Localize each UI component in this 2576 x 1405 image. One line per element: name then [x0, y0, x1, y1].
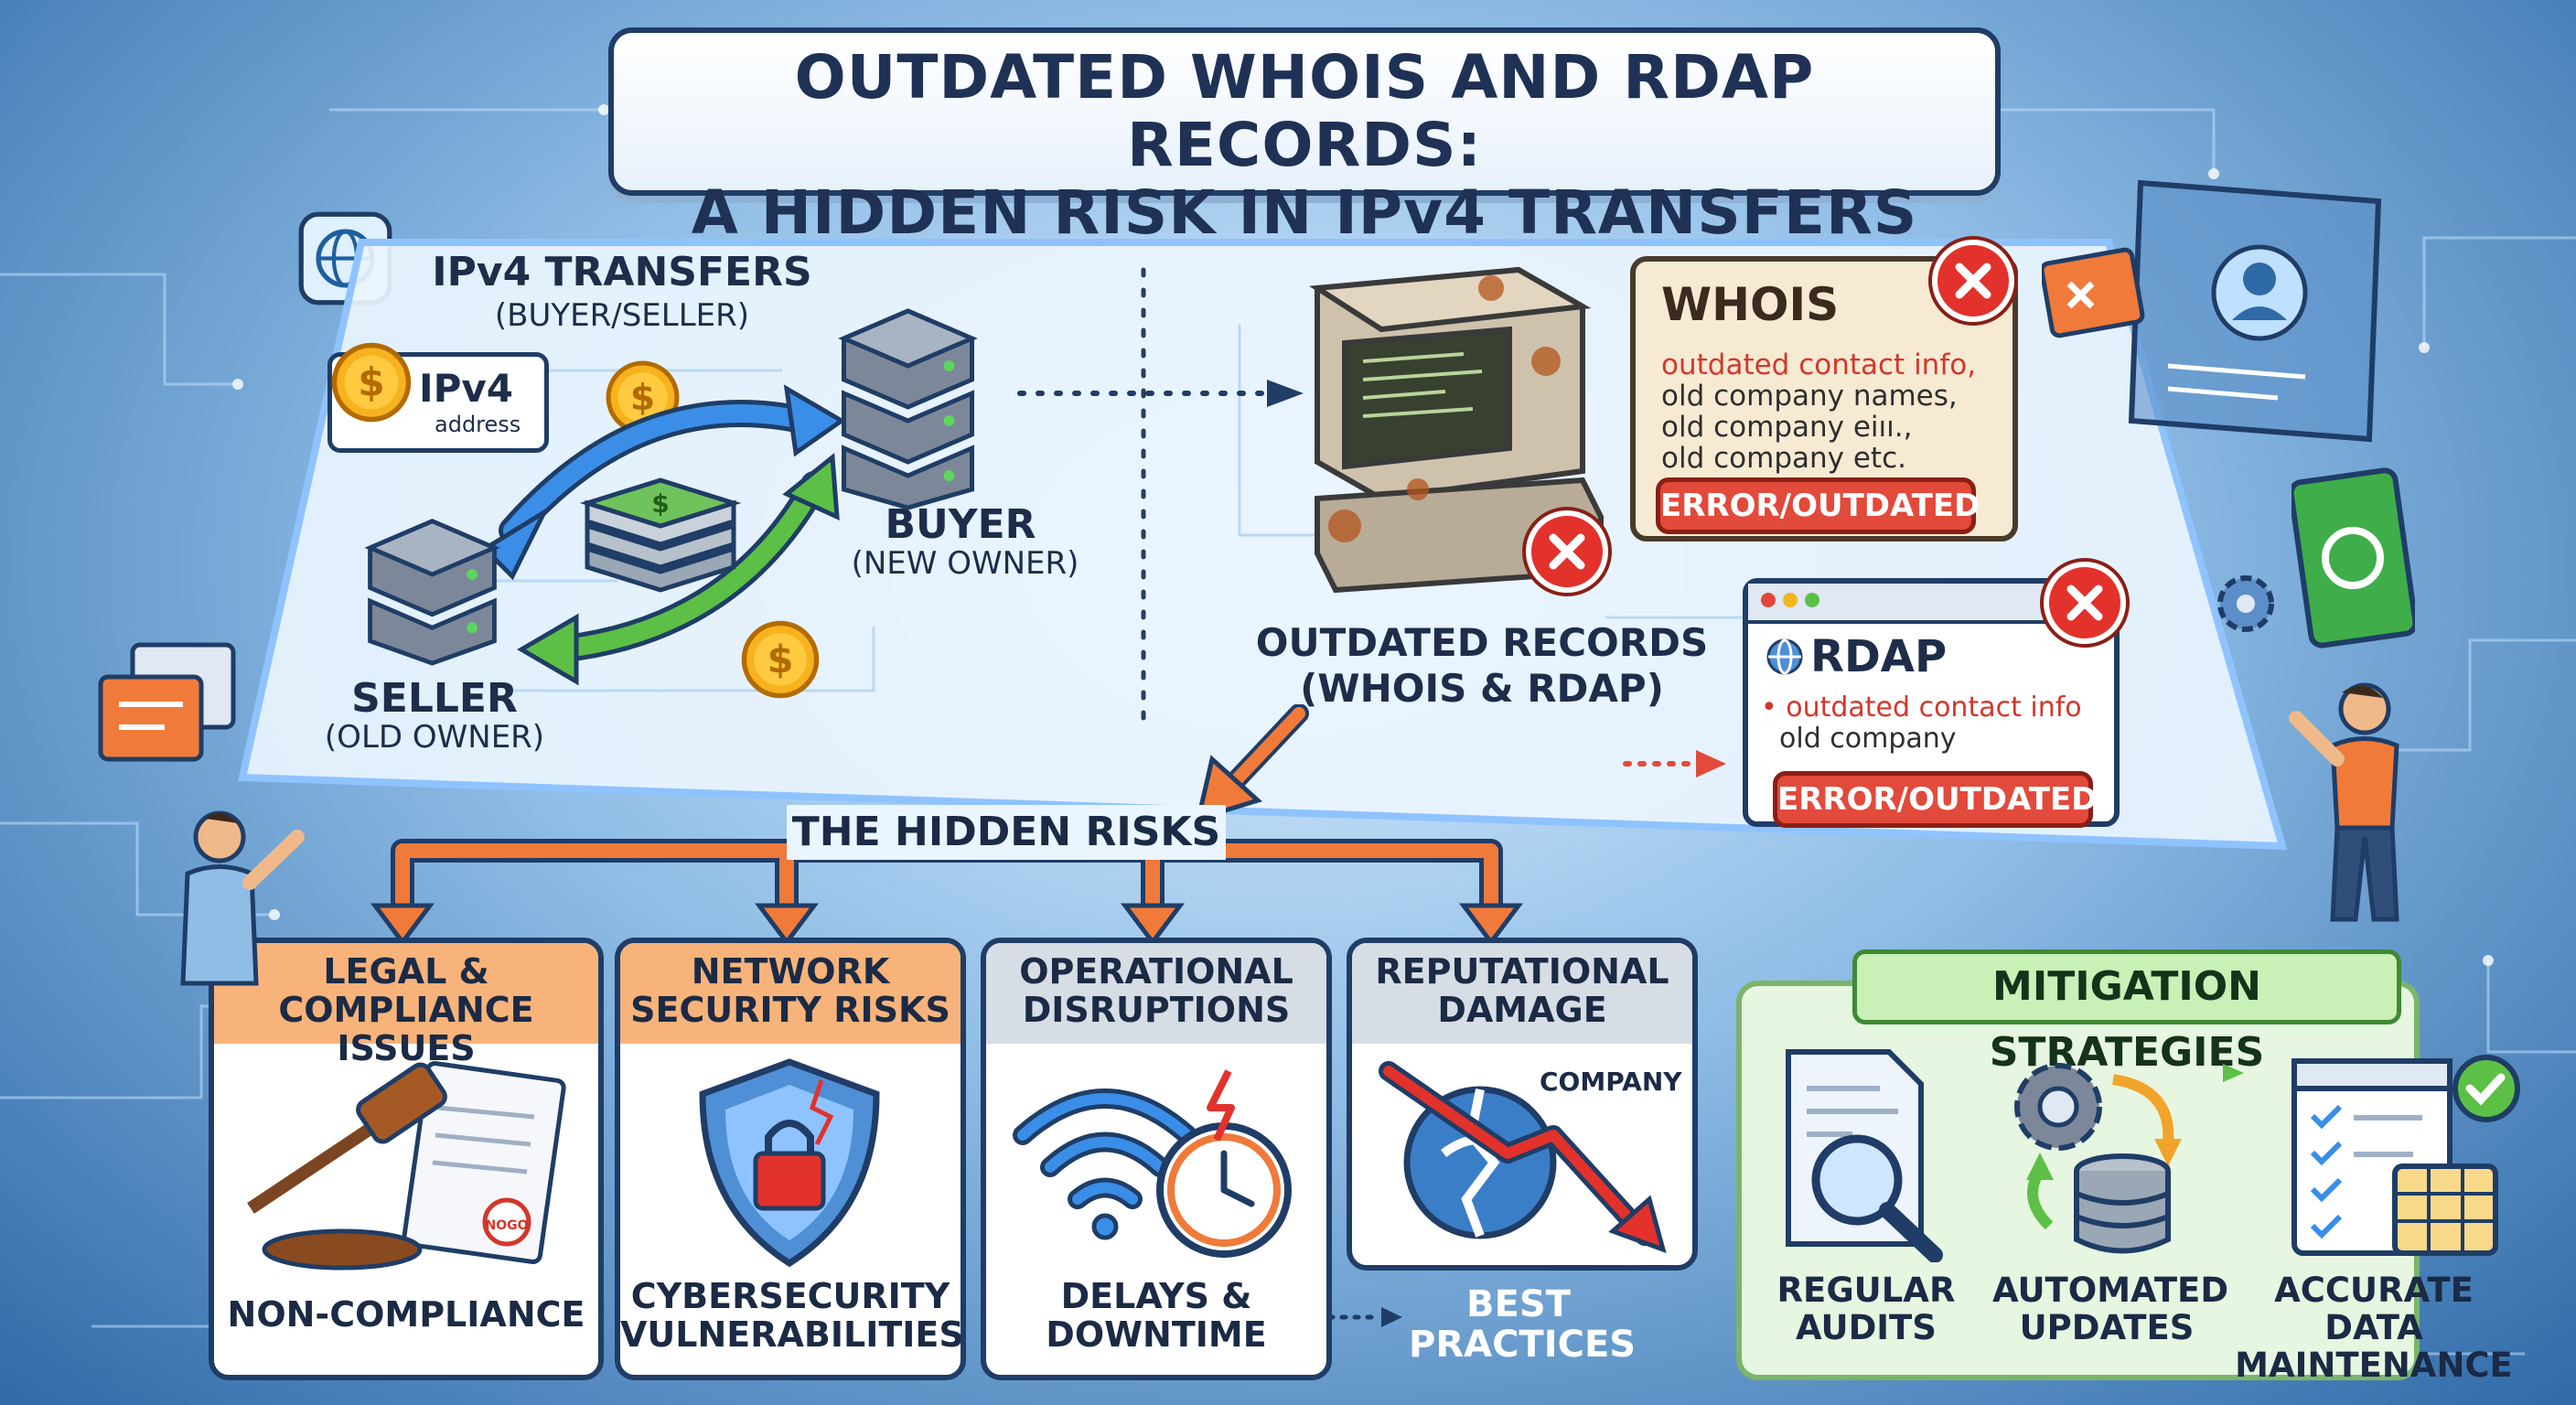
whois-error-badge: ERROR/OUTDATED [1656, 477, 1980, 534]
buyer-server-icon [838, 308, 978, 510]
seller-sublabel: (OLD OWNER) [324, 719, 545, 756]
broken-wifi-icon [1013, 1069, 1292, 1258]
whois-line-3: old company eiıı., [1661, 411, 1913, 444]
arrow-right-icon [2223, 1064, 2244, 1082]
person-icon [180, 810, 305, 986]
risk-card-operational-footer: DELAYS & DOWNTIME [1046, 1276, 1267, 1355]
shield-lock-icon [699, 1058, 880, 1268]
transfers-subheading: (BUYER/SELLER) [494, 297, 750, 334]
close-icon [1526, 510, 1608, 593]
mitigation-item-updates: AUTOMATED UPDATES [1992, 1271, 2229, 1347]
dotted-arrow [1326, 1307, 1402, 1327]
risk-card-legal: LEGAL & COMPLIANCE ISSUES NOGO NON-COMPL… [209, 938, 604, 1380]
risk-card-legal-footer: NON-COMPLIANCE [227, 1294, 585, 1335]
outdated-records-sublabel: (WHOIS & RDAP) [1300, 666, 1664, 711]
whois-lines: outdated contact info, old company names… [1661, 349, 2009, 474]
risk-card-operational: OPERATIONAL DISRUPTIONS DELAYS & DOWNTIM… [981, 938, 1332, 1380]
risk-card-legal-title: LEGAL & COMPLIANCE ISSUES [214, 943, 598, 1067]
whois-title: WHOIS [1661, 278, 1840, 331]
title-line-2: A HIDDEN RISK IN IPv4 TRANSFERS [691, 177, 1918, 248]
whois-line: outdated contact info, [1661, 349, 2009, 381]
magnifier-icon [1786, 1049, 1943, 1262]
error-window-icon [2042, 247, 2145, 338]
svg-text:$: $ [630, 378, 655, 419]
mitigation-item-audits: REGULAR AUDITS [1776, 1271, 1956, 1347]
mitigation-item-maintenance: ACCURATE DATA MAINTENANCE [2235, 1271, 2513, 1385]
downward-arrow [1195, 704, 1309, 822]
transfers-heading: IPv4 TRANSFERS [432, 249, 812, 295]
buyer-sublabel: (NEW OWNER) [851, 545, 1079, 582]
dotted-arrow [1017, 380, 1304, 407]
gear-icon [2217, 575, 2274, 632]
risk-card-security-footer: CYBERSECURITY VULNERABILITIES [620, 1276, 964, 1355]
company-label: COMPANY [1540, 1067, 1682, 1097]
risk-card-operational-title: OPERATIONAL DISRUPTIONS [986, 943, 1326, 1044]
monitor-profile-icon [2128, 179, 2382, 443]
checklist-icon [2292, 1055, 2520, 1256]
seal-text: NOGO [485, 1218, 528, 1233]
broken-globe-icon [1379, 1061, 1667, 1253]
dollar-coin-icon: $ [741, 620, 820, 699]
rdap-line-2: old company [1779, 723, 1957, 755]
svg-text:$: $ [651, 488, 669, 519]
dollar-coin-icon: $ [331, 342, 412, 423]
globe-icon [1766, 638, 1803, 675]
rdap-bullet: • outdated contact info [1761, 692, 2082, 724]
seller-server-icon [364, 519, 500, 666]
title-banner: OUTDATED WHOIS AND RDAP RECORDS: A HIDDE… [608, 27, 2001, 247]
svg-text:$: $ [767, 638, 794, 681]
title-line-1: OUTDATED WHOIS AND RDAP RECORDS: [794, 42, 1815, 180]
svg-text:$: $ [358, 360, 384, 405]
best-practices-label: BEST PRACTICES [1409, 1283, 1637, 1366]
seller-label: SELLER [351, 675, 518, 722]
whois-line-1: outdated contact info, [1661, 349, 1977, 381]
whois-line-4: old company etc. [1661, 442, 1906, 475]
close-icon [2044, 562, 2126, 644]
outdated-records-label: OUTDATED RECORDS [1255, 620, 1709, 665]
risk-card-reputational: REPUTATIONAL DAMAGE COMPANY [1347, 938, 1698, 1271]
hidden-risks-label: THE HIDDEN RISKS [787, 805, 1226, 860]
mitigation-title: MITIGATION STRATEGIES [1852, 949, 2401, 1076]
close-icon [1932, 240, 2014, 322]
buyer-label: BUYER [885, 501, 1036, 548]
rdap-title: RDAP [1810, 631, 1948, 682]
chat-window-icon [98, 642, 236, 762]
transfer-arrows [480, 384, 846, 686]
person-icon [2289, 682, 2399, 922]
ipv4-tag-subtitle: address [435, 412, 521, 437]
ipv4-tag-title: IPv4 [419, 366, 514, 411]
risk-card-security: NETWORK SECURITY RISKS CYBERSECURITY VUL… [615, 938, 966, 1380]
cash-stack-icon: $ [579, 477, 742, 593]
gavel-icon: NOGO [247, 1061, 566, 1271]
risk-card-security-title: NETWORK SECURITY RISKS [620, 943, 961, 1044]
gear-icon [2014, 1063, 2182, 1254]
risk-card-reputational-title: REPUTATIONAL DAMAGE [1352, 943, 1692, 1044]
dotted-red-arrow [1623, 750, 1726, 778]
rdap-error-badge: ERROR/OUTDATED [1773, 771, 2097, 828]
whois-line-2: old company names, [1661, 380, 1958, 413]
tech-card-icon [2292, 467, 2415, 649]
